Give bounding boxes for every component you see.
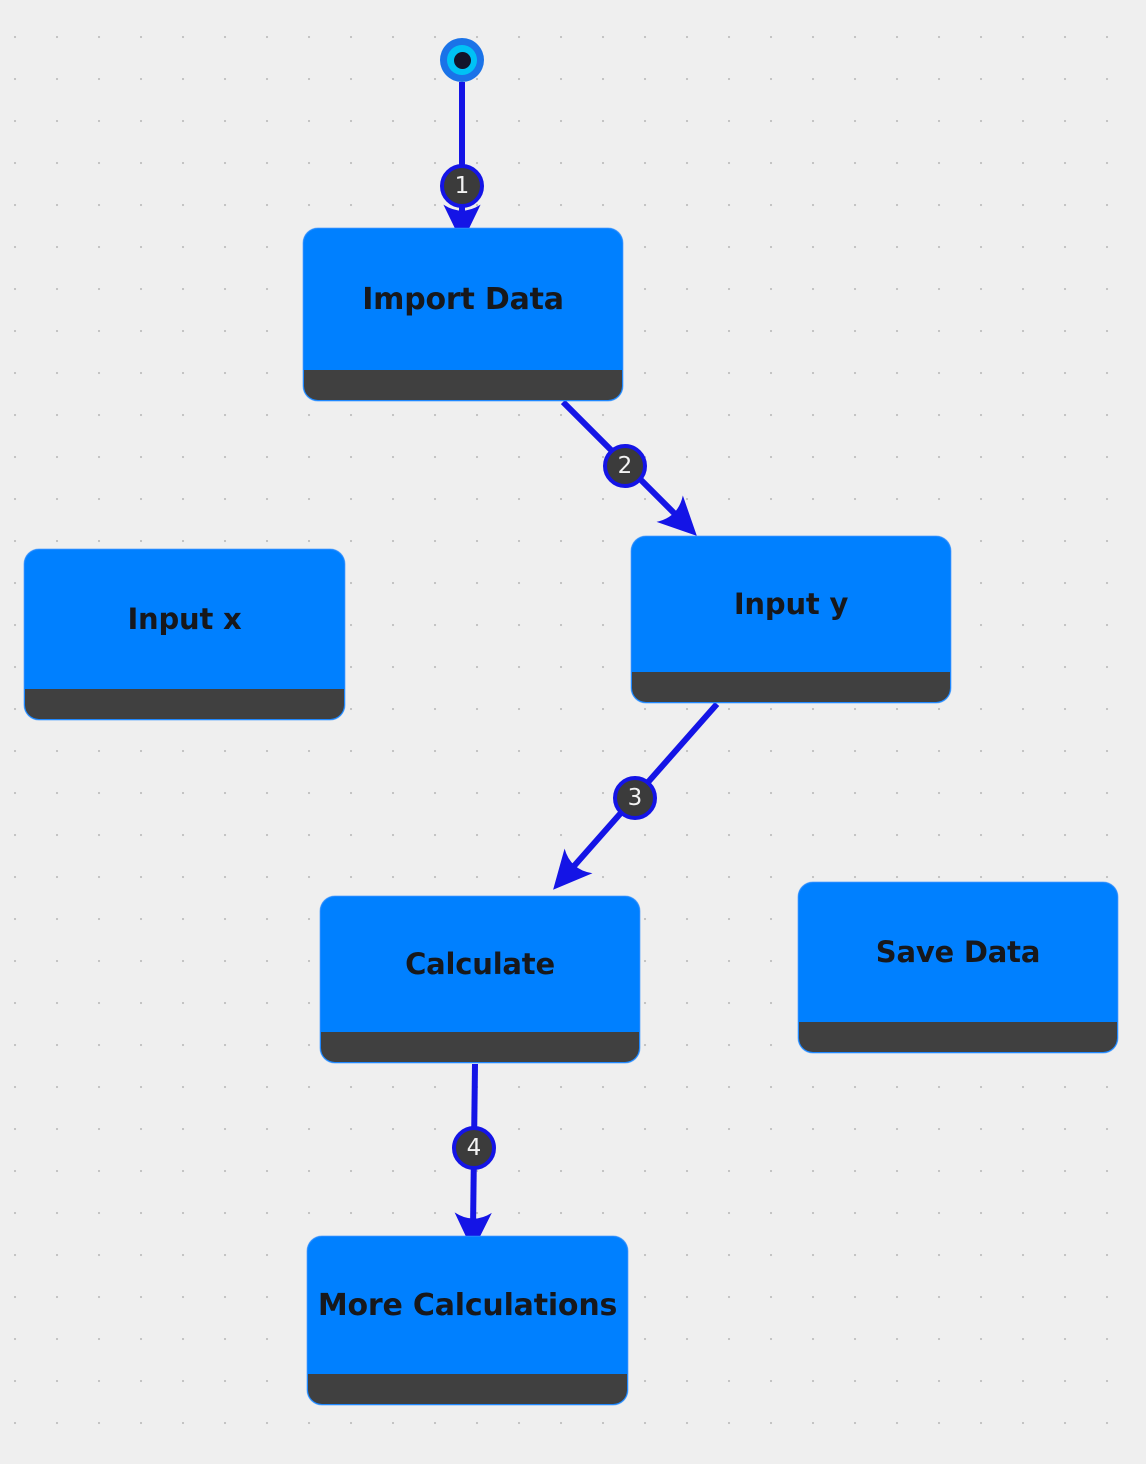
node-body: Import Data [304,229,622,370]
edge-badge-3[interactable]: 3 [613,776,657,820]
node-input-x[interactable]: Input x [24,549,345,720]
node-body: Input y [632,537,950,672]
node-label: Calculate [405,947,555,982]
node-label: Import Data [362,281,564,317]
node-import-data[interactable]: Import Data [303,228,623,401]
node-footer-bar[interactable] [25,689,344,719]
node-body: Calculate [321,897,639,1032]
node-footer-bar[interactable] [308,1374,627,1404]
node-body: More Calculations [308,1237,627,1374]
node-footer-bar[interactable] [799,1022,1117,1052]
start-node[interactable] [440,38,484,82]
node-footer-bar[interactable] [304,370,622,400]
node-save-data[interactable]: Save Data [798,882,1118,1053]
node-footer-bar[interactable] [632,672,950,702]
node-body: Input x [25,550,344,689]
node-label: Input x [127,602,242,637]
node-body: Save Data [799,883,1117,1022]
node-label: Input y [733,587,849,622]
node-label: More Calculations [317,1287,618,1323]
start-dot-core [453,51,471,69]
node-calculate[interactable]: Calculate [320,896,640,1063]
node-footer-bar[interactable] [321,1032,639,1062]
start-dot-icon [447,45,477,75]
node-label: Save Data [875,935,1041,970]
edge-badge-4[interactable]: 4 [452,1126,496,1170]
edge-badge-1[interactable]: 1 [440,164,484,208]
node-more-calculations[interactable]: More Calculations [307,1236,628,1405]
node-input-y[interactable]: Input y [631,536,951,703]
edge-badge-2[interactable]: 2 [603,444,647,488]
